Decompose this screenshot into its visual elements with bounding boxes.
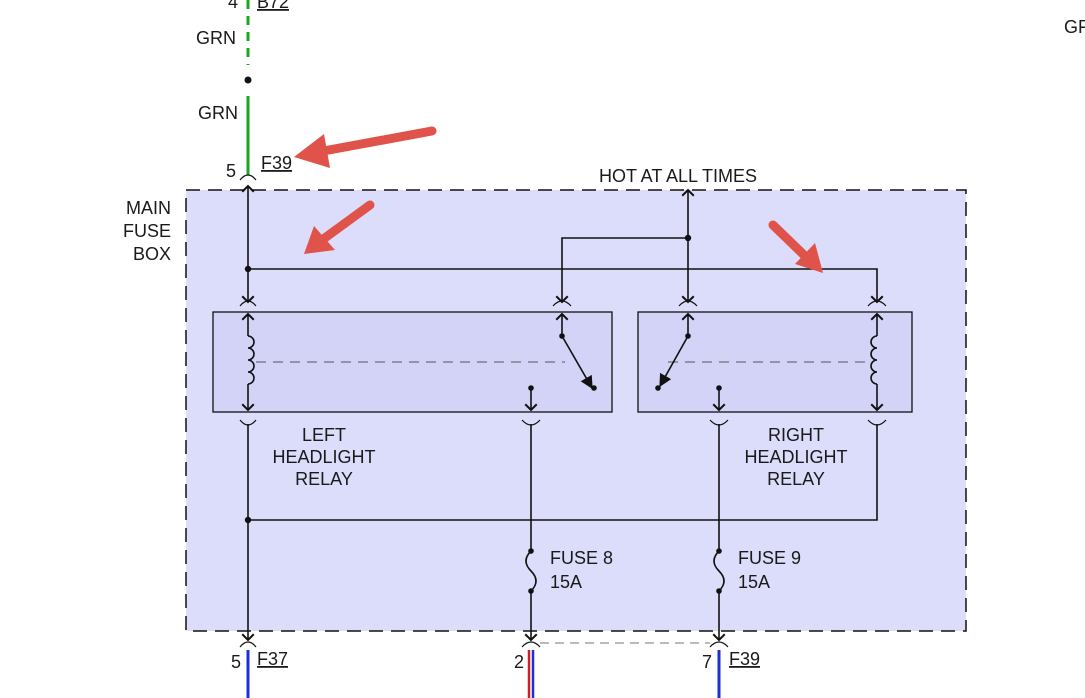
wire-color-label-1: GRN — [196, 28, 236, 48]
svg-text:LEFT: LEFT — [302, 425, 346, 445]
svg-text:BOX: BOX — [133, 244, 171, 264]
fuse-box-wiring — [241, 184, 884, 642]
left-relay-label: LEFT HEADLIGHT RELAY — [272, 425, 375, 489]
svg-text:RELAY: RELAY — [767, 469, 825, 489]
connector-f39-top[interactable]: F39 — [261, 153, 292, 173]
svg-text:RIGHT: RIGHT — [768, 425, 824, 445]
pin-number-f39-bottom: 7 — [702, 652, 712, 672]
hot-at-all-times-label: HOT AT ALL TIMES — [599, 166, 757, 186]
fuse-8-rating: 15A — [550, 572, 582, 592]
wire-color-label-2: GRN — [198, 103, 238, 123]
annotation-arrows — [294, 126, 823, 273]
fuse-box-label: MAIN FUSE BOX — [123, 198, 171, 264]
arrow-to-left-bus — [304, 200, 375, 254]
svg-text:RELAY: RELAY — [295, 469, 353, 489]
svg-text:FUSE: FUSE — [123, 221, 171, 241]
pin-number-f37: 5 — [231, 652, 241, 672]
splice-dot — [244, 76, 252, 84]
connector-f39-bottom[interactable]: F39 — [729, 649, 760, 669]
fuse-9-name: FUSE 9 — [738, 548, 801, 568]
svg-text:HEADLIGHT: HEADLIGHT — [272, 447, 375, 467]
right-relay-label: RIGHT HEADLIGHT RELAY — [744, 425, 847, 489]
fuse-8-name: FUSE 8 — [550, 548, 613, 568]
junction-dots — [244, 234, 722, 594]
edge-clipped-label: GF — [1064, 17, 1085, 37]
svg-text:HEADLIGHT: HEADLIGHT — [744, 447, 847, 467]
connector-f37[interactable]: F37 — [257, 649, 288, 669]
connector-b72[interactable]: B72 — [257, 0, 289, 12]
arrow-to-f39 — [294, 126, 437, 168]
pin-number-mid: 2 — [514, 652, 524, 672]
fuse-9-rating: 15A — [738, 572, 770, 592]
pin-number-f39: 5 — [226, 161, 236, 181]
svg-text:MAIN: MAIN — [126, 198, 171, 218]
pin-number-top: 4 — [228, 0, 238, 12]
arrow-to-right-bus — [768, 220, 823, 273]
